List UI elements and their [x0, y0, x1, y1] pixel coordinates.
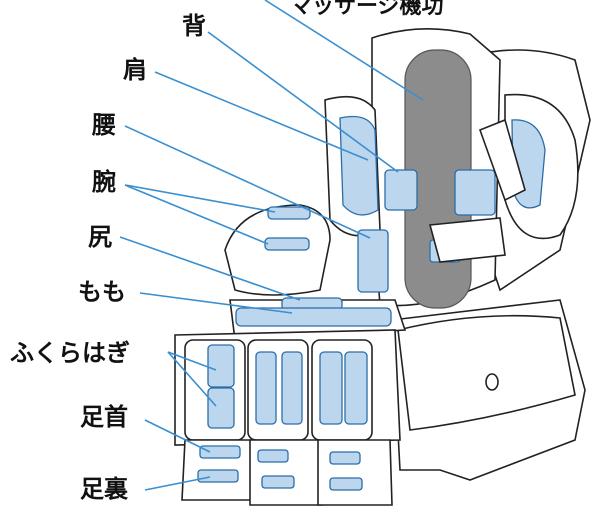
waist-airbag	[357, 229, 389, 293]
leader-shoulder	[154, 71, 369, 161]
sole-airbag	[197, 469, 239, 483]
faded-background-text	[2, 36, 6, 51]
back-airbag-left	[384, 169, 418, 211]
label-calf: ふくらはぎ	[10, 339, 130, 367]
calf-airbag-center-a	[255, 351, 277, 425]
arm-airbag-lower	[264, 237, 310, 251]
leader-sole	[144, 476, 211, 491]
label-buttocks: 尻	[88, 223, 112, 251]
arm-airbag-upper	[267, 206, 311, 220]
leader-thigh	[139, 292, 293, 314]
ankle-airbag-right	[329, 451, 361, 465]
leader-arm-2	[124, 184, 269, 245]
leader-top	[264, 0, 424, 101]
leader-calf-2	[167, 351, 217, 407]
ankle-airbag	[199, 445, 241, 459]
sole-airbag-right	[329, 477, 363, 491]
sole-airbag-center	[261, 475, 295, 489]
left-shoulder-airbag	[339, 115, 379, 216]
leader-calf-1	[167, 351, 217, 371]
chair-side-panel	[397, 314, 576, 431]
calf-airbag-lower	[207, 387, 235, 429]
leader-ankle	[144, 419, 211, 453]
label-top: マッサージ機功	[290, 0, 444, 19]
label-sole: 足裏	[80, 475, 128, 503]
label-arm: 腕	[92, 168, 116, 196]
thigh-airbag	[235, 307, 392, 327]
label-ankle: 足首	[80, 403, 128, 431]
right-armrest	[428, 217, 506, 263]
label-back: 背	[182, 12, 206, 40]
label-shoulder: 肩	[123, 56, 147, 84]
label-waist: 腰	[92, 111, 116, 139]
leader-waist	[124, 125, 371, 239]
leader-arm-1	[124, 184, 276, 213]
ankle-airbag-center	[257, 449, 289, 463]
calf-airbag-right-b	[344, 351, 368, 425]
label-thigh: もも	[78, 278, 126, 306]
side-knob	[485, 373, 499, 391]
leader-buttocks	[119, 236, 301, 301]
foot-rest-right	[317, 439, 393, 506]
back-airbag-right	[454, 169, 496, 216]
leader-back	[207, 31, 399, 173]
calf-airbag-upper	[207, 344, 235, 388]
calf-airbag-center-b	[281, 351, 303, 425]
right-arm-cover	[478, 118, 526, 202]
calf-airbag-right-a	[319, 351, 343, 425]
